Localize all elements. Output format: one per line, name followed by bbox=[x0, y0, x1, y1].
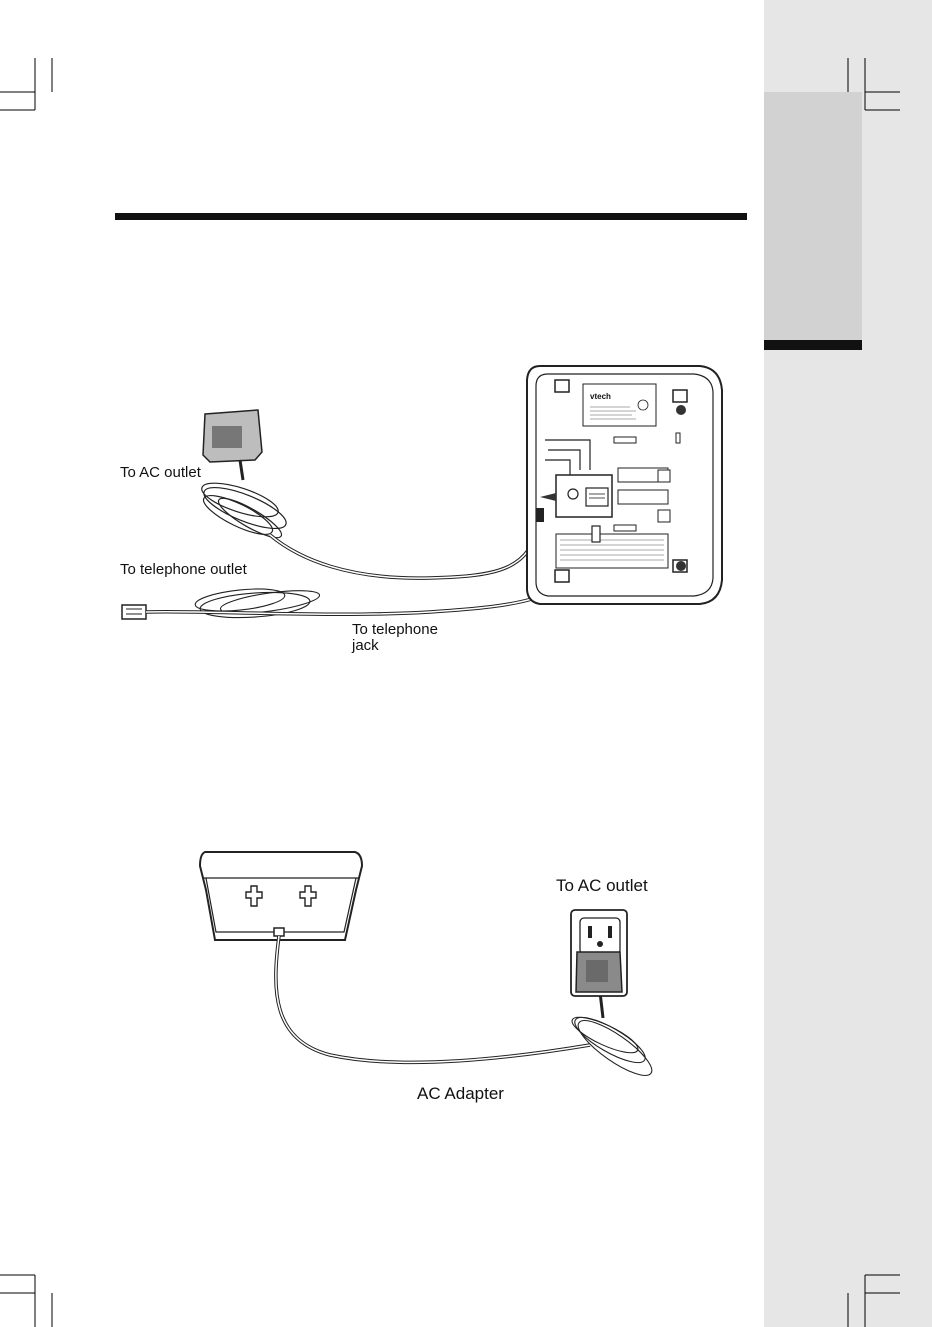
adapter-cord bbox=[276, 936, 590, 1062]
label-ac-adapter: AC Adapter bbox=[417, 1084, 504, 1104]
label-to-ac-outlet-2: To AC outlet bbox=[556, 876, 648, 896]
charger-icon bbox=[200, 852, 362, 940]
plugged-adapter-icon bbox=[576, 952, 622, 992]
